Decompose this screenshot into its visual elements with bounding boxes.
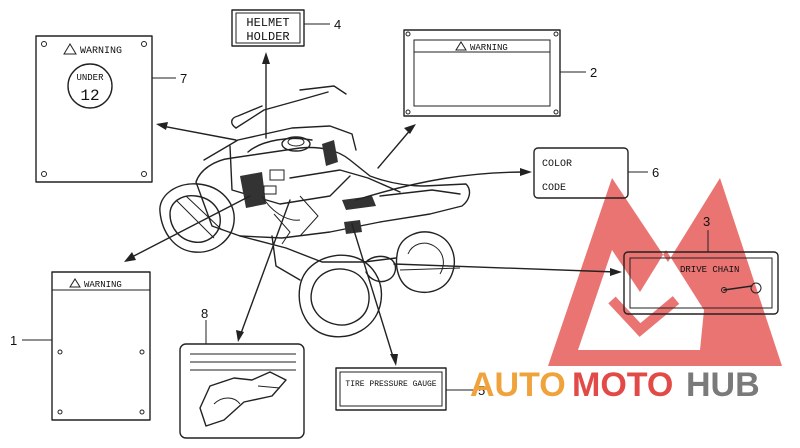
- atv-illustration: [159, 85, 471, 338]
- callout-6: 6: [652, 165, 659, 180]
- drive-chain-text: DRIVE CHAIN: [680, 265, 739, 275]
- code-text: CODE: [542, 183, 566, 194]
- callout-7: 7: [180, 71, 187, 86]
- color-text: COLOR: [542, 159, 572, 170]
- warning-text: WARNING: [84, 280, 122, 290]
- under-text: UNDER: [76, 73, 104, 83]
- label-2-warning: WARNING: [403, 29, 561, 117]
- label-8-illustrated: [179, 343, 305, 439]
- warning-triangle-icon: [63, 43, 77, 55]
- watermark-auto: AUTO: [470, 366, 566, 404]
- helmet-text: HELMET: [246, 16, 289, 30]
- label-4-helmet-holder: HELMET HOLDER: [231, 9, 305, 47]
- label-5-tire-pressure: TIRE PRESSURE GAUGE: [335, 367, 447, 411]
- warning-triangle-icon: [69, 278, 81, 288]
- watermark-logo: [548, 178, 782, 366]
- label-1-warning: WARNING: [51, 271, 151, 421]
- label-3-drive-chain: DRIVE CHAIN: [623, 251, 779, 315]
- holder-text: HOLDER: [246, 30, 289, 44]
- watermark-moto: MOTO: [572, 366, 673, 404]
- callout-2: 2: [590, 65, 597, 80]
- callout-1: 1: [10, 333, 17, 348]
- watermark-text: AUTO MOTO HUB: [470, 366, 760, 404]
- tire-pressure-text: TIRE PRESSURE GAUGE: [345, 380, 436, 389]
- age-text: 12: [80, 87, 99, 105]
- warning-text: WARNING: [80, 46, 122, 57]
- callout-3: 3: [703, 214, 710, 229]
- chain-icon: [723, 285, 753, 291]
- callout-8: 8: [201, 306, 208, 321]
- watermark-hub: HUB: [686, 366, 760, 404]
- warning-triangle-icon: [455, 41, 467, 51]
- label-6-color-code: COLOR CODE: [533, 147, 629, 199]
- label-7-warning-under-12: WARNING UNDER 12: [35, 35, 153, 183]
- watermark-triangle-icon: [548, 178, 782, 366]
- callout-4: 4: [334, 17, 341, 32]
- rider-pictogram-icon: [199, 371, 287, 427]
- callout-5: 5: [478, 383, 485, 398]
- warning-text: WARNING: [470, 43, 508, 53]
- leader-lines: [124, 52, 622, 366]
- sprocket-icon: [750, 282, 762, 294]
